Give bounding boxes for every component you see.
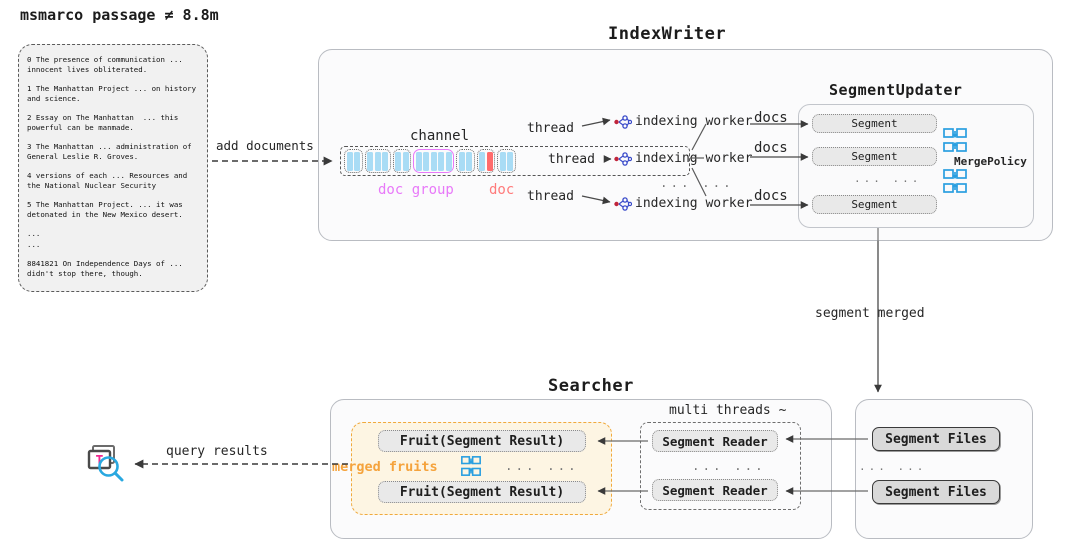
docs-label-1: docs <box>754 110 788 126</box>
doc-label: doc <box>489 182 515 198</box>
doc-group <box>392 149 411 173</box>
segment-merged-label: segment merged <box>815 306 925 321</box>
doc-bar <box>367 151 373 171</box>
index-writer-title: IndexWriter <box>608 24 727 44</box>
merge-icon <box>461 456 481 480</box>
doc-group <box>456 149 475 173</box>
doc-bar <box>479 151 485 171</box>
doc-group <box>497 149 516 173</box>
dataset-line: 2 Essay on The Manhattan ... this powerf… <box>27 112 179 132</box>
doc-group <box>364 149 391 173</box>
docs-label-2: docs <box>754 140 788 156</box>
segment-chip-1: Segment <box>812 114 937 133</box>
segment-reader-chip-1: Segment Reader <box>652 430 778 452</box>
multi-threads-group <box>640 422 801 510</box>
segment-reader-chip-2: Segment Reader <box>652 479 778 501</box>
doc-bar <box>354 151 360 171</box>
merge-policy-label: MergePolicy <box>954 155 1027 168</box>
segment-files-chip-2: Segment Files <box>872 480 1000 504</box>
thread-label-1: thread <box>527 121 574 136</box>
dataset-line: ... <box>27 228 41 238</box>
indexing-worker-label-1: indexing worker <box>635 114 753 129</box>
doc-bar <box>395 151 401 171</box>
doc-bar <box>445 151 452 171</box>
indexing-worker-icon <box>614 151 633 170</box>
multi-threads-label: multi threads ~ <box>669 403 787 418</box>
thread-label-2: thread <box>548 152 595 167</box>
doc-bar <box>458 151 465 171</box>
dataset-line: 0 The presence of communication ... inno… <box>27 55 183 74</box>
segment-updater-title: SegmentUpdater <box>829 81 963 99</box>
indexing-worker-icon <box>614 196 633 215</box>
indexing-worker-label-2: indexing worker <box>635 151 753 166</box>
segment-files-panel <box>855 399 1033 539</box>
segment-files-chip-1: Segment Files <box>872 427 1000 451</box>
thread-label-3: thread <box>527 189 574 204</box>
worker-ellipsis: ... ... <box>660 175 734 190</box>
doc-group <box>344 149 363 173</box>
document-search-icon: T <box>84 442 128 490</box>
channel-label: channel <box>410 128 470 144</box>
doc-bar <box>415 151 422 171</box>
segment-ellipsis: ... ... <box>854 172 922 185</box>
merged-fruits-label: merged fruits <box>332 459 438 475</box>
segment-chip-3: Segment <box>812 195 937 214</box>
doc-bar <box>346 151 353 171</box>
doc-bar <box>466 151 472 171</box>
fruit-chip-2: Fruit(Segment Result) <box>378 481 586 503</box>
dataset-documents-box: 0 The presence of communication ... inno… <box>18 44 208 292</box>
dataset-line: ... <box>27 239 41 249</box>
doc-bar <box>402 151 409 171</box>
doc-bar-highlighted <box>486 151 493 171</box>
doc-group <box>476 149 495 173</box>
doc-bar <box>374 151 381 171</box>
files-ellipsis: ... ... <box>859 460 927 473</box>
dataset-line: 3 The Manhattan ... administration of Ge… <box>27 141 192 161</box>
segment-chip-2: Segment <box>812 147 937 166</box>
query-results-label: query results <box>166 444 268 459</box>
searcher-title: Searcher <box>548 376 634 396</box>
merge-icon <box>943 169 967 197</box>
dataset-line: 4 versions of each ... Resources and the… <box>27 170 188 190</box>
docs-label-3: docs <box>754 188 788 204</box>
doc-group-highlighted <box>413 149 454 173</box>
channel <box>340 146 690 176</box>
indexing-worker-icon <box>614 114 633 133</box>
dataset-line: 5 The Manhattan Project. ... it was deto… <box>27 199 183 219</box>
doc-bar <box>438 151 444 171</box>
fruit-ellipsis: ... ... <box>505 458 579 473</box>
doc-bar <box>423 151 429 171</box>
doc-bar <box>499 151 506 171</box>
merge-icon <box>943 128 967 156</box>
fruit-chip-1: Fruit(Segment Result) <box>378 430 586 452</box>
dataset-title: msmarco passage ≠ 8.8m <box>20 6 219 24</box>
dataset-line: 1 The Manhattan Project ... on history a… <box>27 83 197 103</box>
indexing-worker-label-3: indexing worker <box>635 196 753 211</box>
doc-group-label: doc group <box>378 182 454 198</box>
doc-bar <box>430 151 437 171</box>
reader-ellipsis: ... ... <box>692 458 766 473</box>
doc-bar <box>507 151 513 171</box>
dataset-line: 8841821 On Independence Days of ... didn… <box>27 258 183 278</box>
doc-bar <box>382 151 388 171</box>
add-documents-label: add documents <box>216 138 314 153</box>
